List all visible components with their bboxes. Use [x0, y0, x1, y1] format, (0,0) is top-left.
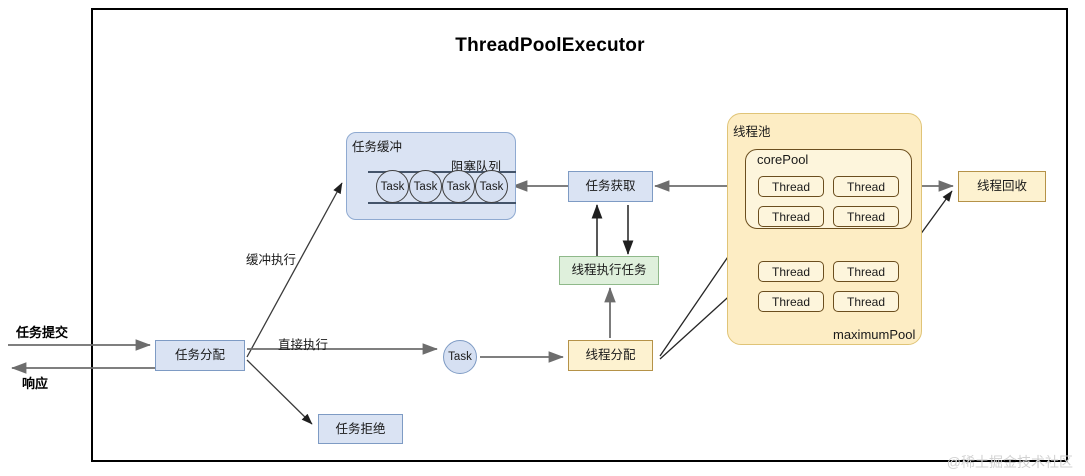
- thread-box-max[interactable]: Thread: [758, 291, 824, 312]
- thread-box-core[interactable]: Thread: [758, 206, 824, 227]
- node-task-dispatch[interactable]: 任务分配: [155, 340, 245, 371]
- page-title: ThreadPoolExecutor: [455, 35, 645, 56]
- queue-task-circle[interactable]: Task: [475, 170, 508, 203]
- node-task[interactable]: Task: [443, 340, 477, 374]
- thread-box-max[interactable]: Thread: [758, 261, 824, 282]
- watermark: @稀土掘金技术社区: [946, 454, 1073, 470]
- queue-top-rail: [368, 171, 516, 173]
- node-task-reject[interactable]: 任务拒绝: [318, 414, 403, 444]
- thread-box-core[interactable]: Thread: [833, 206, 899, 227]
- thread-box-max[interactable]: Thread: [833, 261, 899, 282]
- panel-label-thread-pool: 线程池: [733, 125, 771, 139]
- thread-box-core[interactable]: Thread: [758, 176, 824, 197]
- panel-label-task-buffer: 任务缓冲: [352, 140, 403, 154]
- queue-task-circle[interactable]: Task: [409, 170, 442, 203]
- node-task-fetch[interactable]: 任务获取: [568, 171, 653, 202]
- queue-bottom-rail: [368, 202, 516, 204]
- node-thread-recycle[interactable]: 线程回收: [958, 171, 1046, 202]
- node-thread-dispatch[interactable]: 线程分配: [568, 340, 653, 371]
- queue-task-circle[interactable]: Task: [442, 170, 475, 203]
- panel-label-core-pool: corePool: [757, 152, 809, 167]
- panel-label-maximum-pool: maximumPool: [833, 327, 916, 342]
- edge-label-buffered-execute: 缓冲执行: [246, 253, 297, 267]
- thread-box-max[interactable]: Thread: [833, 291, 899, 312]
- diagram-outer-frame: [91, 8, 1068, 462]
- response-label: 响应: [22, 376, 49, 391]
- submit-label: 任务提交: [16, 325, 69, 340]
- thread-box-core[interactable]: Thread: [833, 176, 899, 197]
- edge-label-direct-execute: 直接执行: [278, 338, 329, 352]
- node-thread-execute[interactable]: 线程执行任务: [559, 256, 659, 285]
- queue-task-circle[interactable]: Task: [376, 170, 409, 203]
